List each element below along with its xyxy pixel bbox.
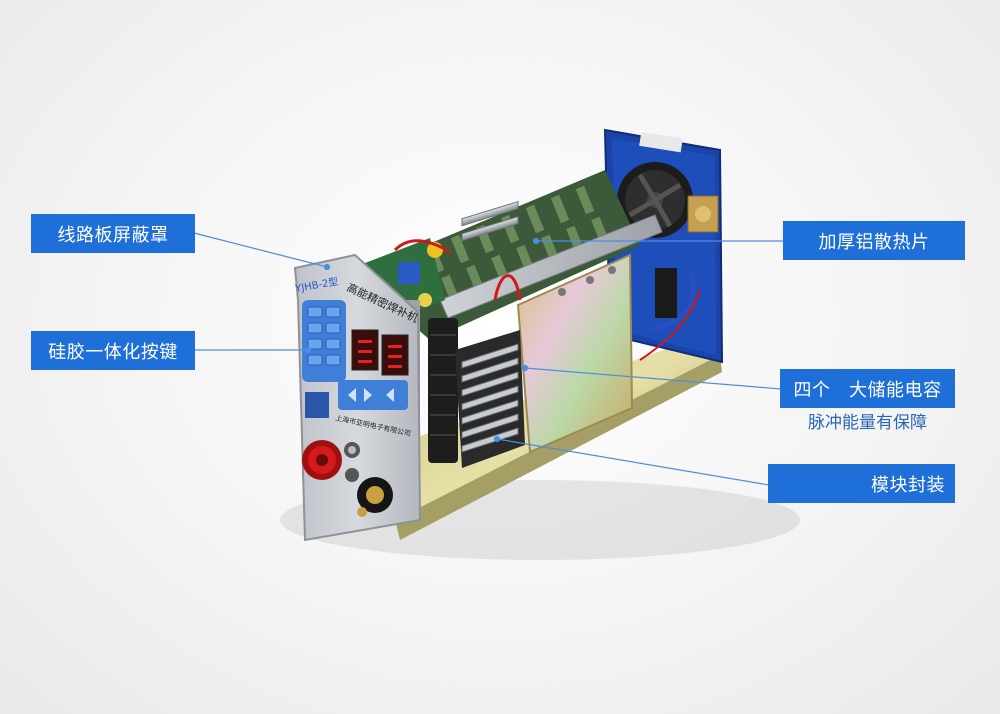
callout-capacitors: 四个 大储能电容 xyxy=(780,369,955,408)
callout-pcb-shield: 线路板屏蔽罩 xyxy=(31,214,195,253)
callout-silicone-keys-text: 硅胶一体化按键 xyxy=(48,341,178,363)
callout-module: 模块封装 xyxy=(768,464,955,503)
callout-capacitors-text: 四个 大储能电容 xyxy=(793,379,942,401)
callout-capacitors-subtext: 脉冲能量有保障 xyxy=(808,413,927,433)
callout-aluminum-heatsink: 加厚铝散热片 xyxy=(783,221,965,260)
callout-module-text: 模块封装 xyxy=(871,474,945,496)
callout-pcb-shield-text: 线路板屏蔽罩 xyxy=(57,224,169,246)
callout-aluminum-heatsink-text: 加厚铝散热片 xyxy=(818,231,930,253)
callout-silicone-keys: 硅胶一体化按键 xyxy=(31,331,195,370)
